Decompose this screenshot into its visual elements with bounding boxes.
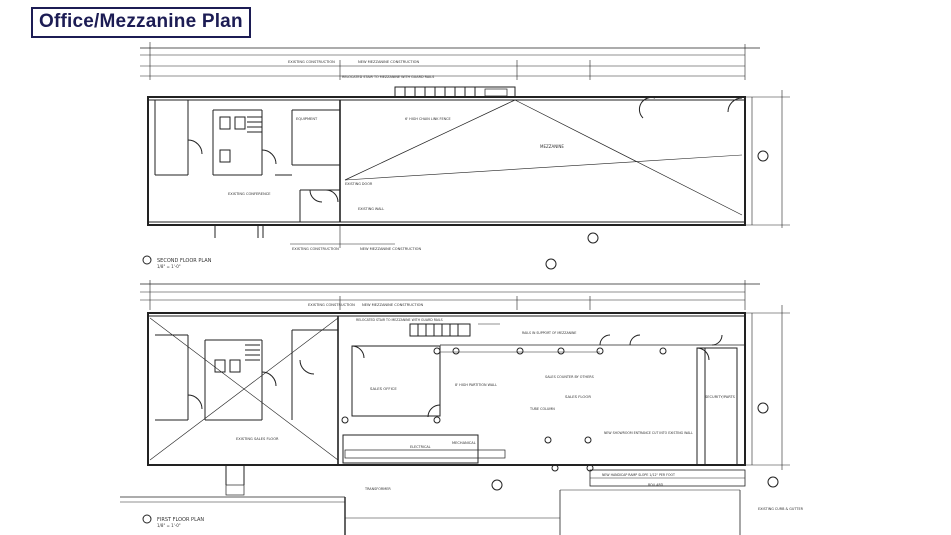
second-floor-chain-link-label: 6' HIGH CHAIN LINK FENCE bbox=[405, 117, 451, 121]
first-floor-tube-column-label: TUBE COLUMN bbox=[529, 407, 555, 411]
second-floor-equipment-label: EQUIPMENT bbox=[296, 117, 318, 121]
first-floor-sales-floor-label: SALES FLOOR bbox=[565, 394, 591, 399]
first-floor-mechanical-label: MECHANICAL bbox=[452, 441, 476, 445]
second-floor-stair-note: RELOCATED STAIR TO MEZZANINE WITH GUARD … bbox=[342, 75, 434, 79]
first-floor-stair-note: RELOCATED STAIR TO MEZZANINE WITH GUARD … bbox=[356, 318, 443, 322]
second-floor-new-mezzanine-label: NEW MEZZANINE CONSTRUCTION bbox=[358, 60, 419, 64]
first-floor-existing-sales-floor-label: EXISTING SALES FLOOR bbox=[236, 437, 279, 441]
first-floor-plan-title: FIRST FLOOR PLAN bbox=[157, 517, 204, 523]
first-floor-new-entrance-label: NEW SHOWROOM ENTRANCE CUT INTO EXISTING … bbox=[604, 431, 693, 435]
second-floor-plan-scale: 1/8" = 1'-0" bbox=[157, 264, 181, 269]
first-floor-sales-office-label: SALES OFFICE bbox=[370, 386, 397, 391]
first-floor-handicap-ramp-label: NEW HANDICAP RAMP SLOPE 1/12" PER FOOT bbox=[602, 473, 675, 477]
first-floor-rails-note: RAILS IN SUPPORT OF MEZZANINE bbox=[522, 331, 576, 335]
first-floor-plan bbox=[120, 280, 790, 535]
first-floor-new-mezzanine-label: NEW MEZZANINE CONSTRUCTION bbox=[362, 303, 423, 307]
second-floor-plan bbox=[140, 42, 790, 270]
first-floor-existing-curb-label: EXISTING CURB & GUTTER bbox=[758, 507, 804, 511]
second-floor-plan-title: SECOND FLOOR PLAN bbox=[157, 258, 212, 264]
second-floor-existing-construction-label: EXISTING CONSTRUCTION bbox=[288, 60, 335, 64]
second-floor-mezzanine-label: MEZZANINE bbox=[540, 144, 564, 149]
first-floor-electrical-label: ELECTRICAL bbox=[410, 445, 431, 449]
first-floor-partition-wall-label: 8' HIGH PARTITION WALL bbox=[455, 383, 497, 387]
second-floor-existing-door-label: EXISTING DOOR bbox=[345, 182, 373, 186]
page-title: Office/Mezzanine Plan bbox=[31, 7, 251, 38]
first-floor-plan-scale: 1/8" = 1'-0" bbox=[157, 523, 181, 528]
first-floor-security-parts-label: SECURITY/PARTS bbox=[705, 395, 736, 399]
second-floor-labels: EXISTING CONSTRUCTION NEW MEZZANINE CONS… bbox=[157, 60, 564, 269]
second-floor-bottom-new-label: NEW MEZZANINE CONSTRUCTION bbox=[360, 247, 421, 251]
first-floor-bollard-label: BOLLARD bbox=[648, 483, 664, 487]
first-floor-transformer-label: TRANSFORMER bbox=[364, 487, 391, 491]
first-floor-labels: EXISTING CONSTRUCTION NEW MEZZANINE CONS… bbox=[157, 303, 804, 528]
first-floor-existing-construction-label: EXISTING CONSTRUCTION bbox=[308, 303, 355, 307]
second-floor-bottom-existing-label: EXISTING CONSTRUCTION bbox=[292, 247, 339, 251]
first-floor-sales-counter-label: SALES COUNTER BY OTHERS bbox=[545, 375, 594, 379]
second-floor-existing-wall-label: EXISTING WALL bbox=[358, 207, 384, 211]
second-floor-existing-conference-label: EXISTING CONFERENCE bbox=[228, 192, 271, 196]
